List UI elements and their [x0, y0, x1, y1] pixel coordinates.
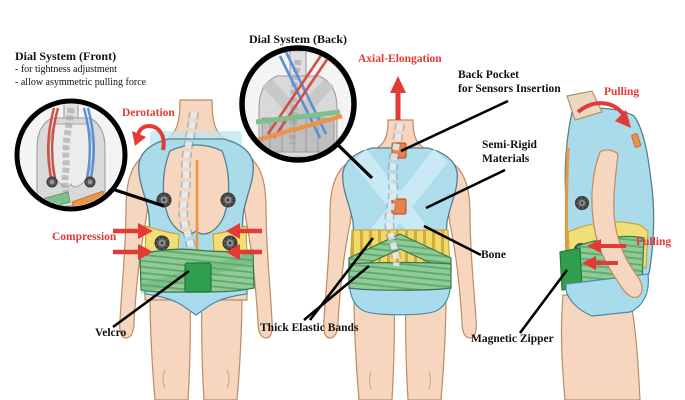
orange-band	[253, 113, 343, 144]
label-back-pocket-line1: Back Pocket	[458, 69, 520, 81]
label-magnetic-zipper: Magnetic Zipper	[471, 333, 554, 345]
derotation-arrow-icon	[132, 123, 166, 151]
magnetic-zipper-connector	[518, 269, 569, 334]
green-band	[255, 109, 341, 125]
label-pulling-shoulder: Pulling	[604, 86, 640, 98]
label-compression: Compression	[52, 231, 117, 243]
connector-lines	[112, 99, 569, 334]
elastic-band-back-lower	[348, 261, 452, 291]
label-derotation: Derotation	[122, 107, 175, 119]
spine-back	[384, 123, 405, 267]
label-dial-front-point1: - for tightness adjustment	[15, 64, 117, 75]
back-view-figure	[323, 119, 477, 400]
label-semi-rigid-line2: Materials	[482, 153, 530, 165]
label-velcro: Velcro	[95, 327, 127, 339]
red-strap	[47, 107, 60, 179]
semi-rigid-connector	[425, 168, 506, 210]
dial-system-back-inset	[239, 45, 374, 180]
label-semi-rigid-line1: Semi-Rigid	[482, 139, 537, 151]
compression-arrows-icon	[113, 223, 262, 260]
label-pulling-waist: Pulling	[636, 236, 672, 248]
velcro-connector	[112, 269, 190, 329]
label-dial-system-back: Dial System (Back)	[249, 32, 347, 46]
axial-elongation-arrow-icon	[390, 76, 406, 120]
inset-front-pointer-line	[111, 187, 165, 208]
pulling-waist-arrows-icon	[582, 239, 626, 270]
label-dial-system-front: Dial System (Front)	[15, 49, 117, 63]
front-view-figure	[119, 99, 273, 400]
dial-system-front-inset	[14, 98, 165, 212]
spine-front	[178, 111, 199, 255]
annotation-arrows	[113, 76, 631, 270]
label-back-pocket-line2: for Sensors Insertion	[458, 83, 561, 95]
dial-icon-side-chest	[575, 196, 589, 210]
label-axial-elongation: Axial-Elongation	[358, 53, 442, 65]
blue-strap	[82, 107, 95, 179]
pulling-shoulder-arrow-icon	[576, 101, 631, 128]
label-dial-front-point2: - allow asymmetric pulling force	[15, 77, 147, 88]
label-bone: Bone	[481, 249, 506, 261]
velcro-patch	[184, 262, 212, 293]
inset-back-pointer-line	[334, 141, 374, 180]
thick-bands-connector-2	[303, 265, 370, 321]
bone-connector	[423, 224, 482, 257]
shoulder-tab	[631, 133, 642, 148]
label-thick-elastic-bands: Thick Elastic Bands	[260, 322, 359, 334]
back-pocket-connector	[400, 99, 509, 153]
